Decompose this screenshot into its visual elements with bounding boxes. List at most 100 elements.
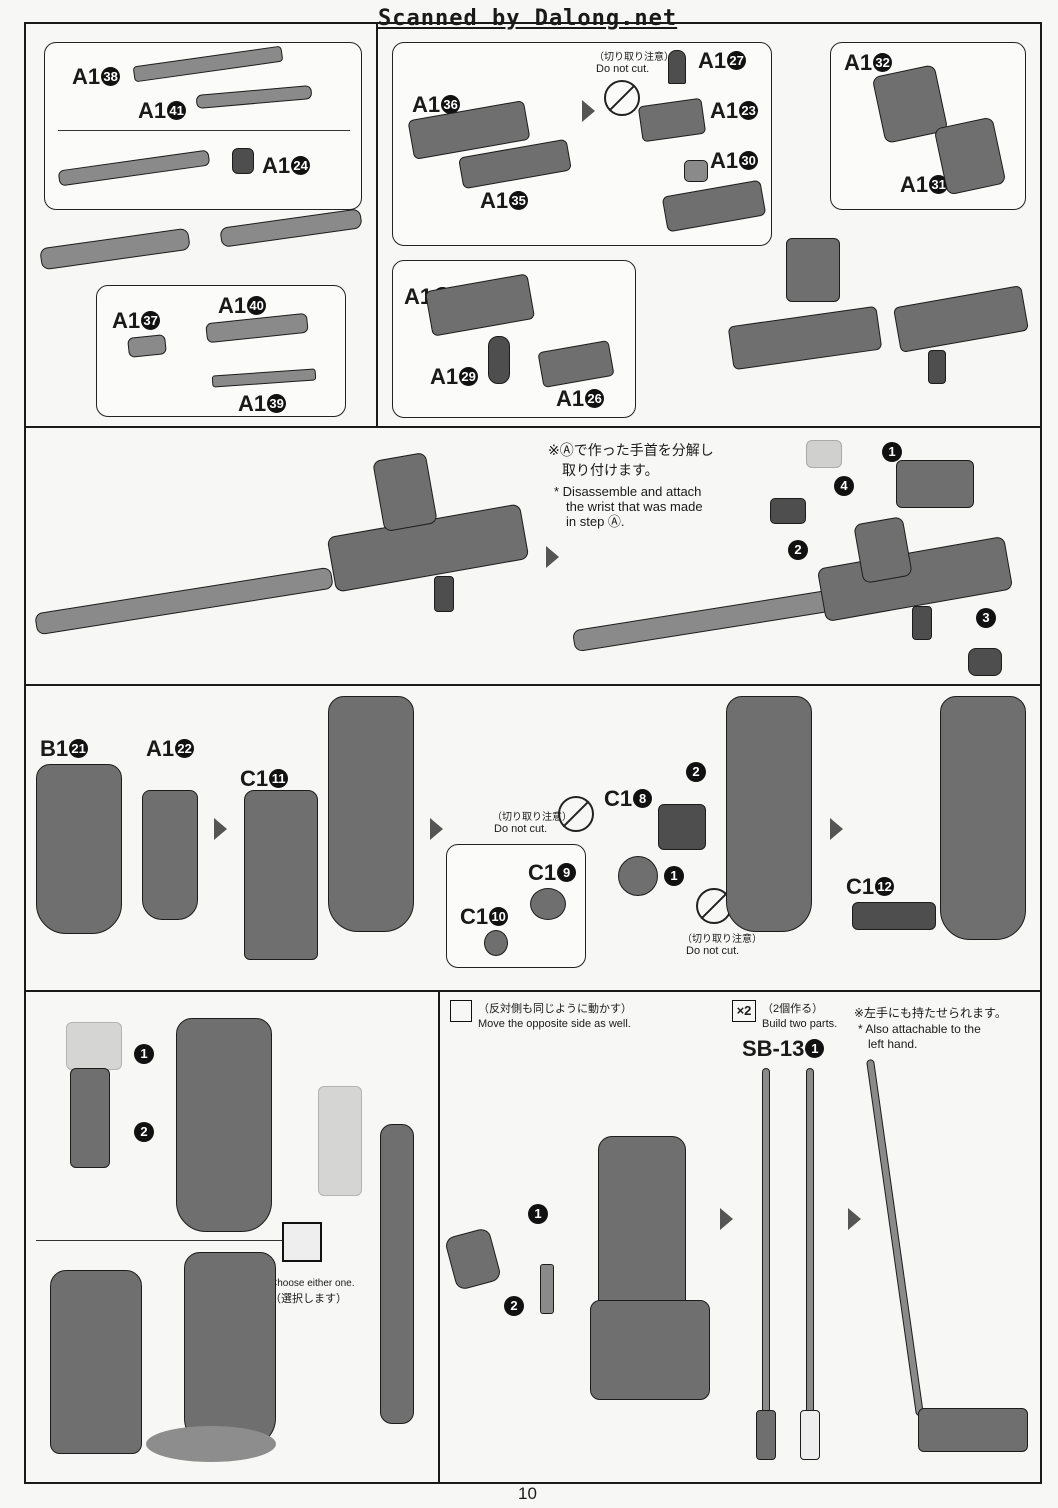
flow-arrow bbox=[848, 1208, 861, 1230]
nocut-jp-2: （切り取り注意） bbox=[682, 934, 762, 945]
shield-side-part bbox=[380, 1124, 414, 1424]
shield-open-part bbox=[50, 1270, 142, 1454]
move-en: Move the opposite side as well. bbox=[478, 1018, 631, 1030]
joint-assembled-part bbox=[618, 856, 658, 896]
no-cut-icon bbox=[558, 796, 594, 832]
step-1: 1 bbox=[134, 1044, 154, 1064]
pin-part bbox=[684, 160, 708, 182]
note-en-line1: * Disassemble and attach bbox=[554, 484, 702, 499]
divider-2 bbox=[24, 684, 1042, 686]
left-hand-jp: ※左手にも持たせられます。 bbox=[854, 1006, 1007, 1020]
left-hand-en1: * Also attachable to the bbox=[858, 1022, 981, 1036]
flow-arrow bbox=[720, 1208, 733, 1230]
choose-jp: （選択します） bbox=[270, 1293, 347, 1305]
choose-en: Choose either one. bbox=[270, 1278, 355, 1289]
muzzle-cap-part bbox=[232, 148, 254, 174]
arm-ghost-2 bbox=[318, 1086, 362, 1196]
antenna-base-left bbox=[756, 1410, 776, 1460]
antenna-rod-left bbox=[762, 1068, 770, 1448]
joint-cap-part bbox=[530, 888, 566, 920]
step-2: 2 bbox=[686, 762, 706, 782]
forearm-part bbox=[896, 460, 974, 508]
nocut-jp: （切り取り注意） bbox=[594, 52, 674, 63]
build-jp: （2個作る） bbox=[762, 1003, 824, 1015]
arm-ghost-part bbox=[66, 1022, 122, 1070]
trigger-guard-part bbox=[668, 50, 686, 84]
step-1: 1 bbox=[664, 866, 684, 886]
move-jp: （反対側も同じように動かす） bbox=[478, 1003, 632, 1015]
shield-back-part bbox=[36, 764, 122, 934]
divider-1 bbox=[24, 426, 1042, 428]
step-2: 2 bbox=[134, 1122, 154, 1142]
divider-vertical-top bbox=[376, 22, 378, 427]
move-icon bbox=[450, 1000, 472, 1022]
step-3: 3 bbox=[976, 608, 996, 628]
wrist-ghost-part bbox=[806, 440, 842, 468]
flow-arrow bbox=[430, 818, 443, 840]
flow-arrow bbox=[546, 546, 559, 568]
barrel-tip-part bbox=[127, 334, 167, 358]
choose-icon bbox=[282, 1222, 322, 1262]
hand-part bbox=[968, 648, 1002, 676]
flow-arrow bbox=[830, 818, 843, 840]
shield-closed-part bbox=[184, 1252, 276, 1448]
clip-part bbox=[852, 902, 936, 930]
shield-frame-part bbox=[244, 790, 318, 960]
build-en: Build two parts. bbox=[762, 1018, 838, 1030]
scan-credit: Scanned by Dalong.net bbox=[378, 6, 678, 31]
separator-line bbox=[36, 1240, 286, 1241]
nocut-jp-1: （切り取り注意） bbox=[492, 812, 572, 823]
nocut-en-1: Do not cut. bbox=[494, 823, 548, 835]
joint-disc-part bbox=[484, 930, 508, 956]
flow-arrow bbox=[582, 100, 595, 122]
hand-holding-part bbox=[918, 1408, 1028, 1452]
divider-3 bbox=[24, 990, 1042, 992]
divider-vertical-bottom bbox=[438, 990, 440, 1484]
step-1: 1 bbox=[528, 1204, 548, 1224]
bracket-part bbox=[658, 804, 706, 850]
shield-mounted-part bbox=[176, 1018, 272, 1232]
magazine-assembled bbox=[786, 238, 840, 302]
nocut-en-2: Do not cut. bbox=[686, 945, 740, 957]
grip-assembled bbox=[928, 350, 946, 384]
note-en-line2: the wrist that was made bbox=[566, 499, 703, 514]
step-2: 2 bbox=[504, 1296, 524, 1316]
shield-mid-part bbox=[726, 696, 812, 932]
left-hand-en2: left hand. bbox=[868, 1037, 918, 1051]
rifle-grip bbox=[434, 576, 454, 612]
wrist-joint-part bbox=[770, 498, 806, 524]
no-cut-icon bbox=[604, 80, 640, 116]
ring-part bbox=[488, 336, 510, 384]
antenna-rod-right bbox=[806, 1068, 814, 1448]
foot-part bbox=[590, 1300, 710, 1400]
build-count-badge: ×2 bbox=[732, 1000, 756, 1022]
note-jp-line1: ※Ⓐで作った手首を分解し bbox=[548, 442, 714, 458]
shield-final-part bbox=[940, 696, 1026, 940]
note-jp-line2: 取り付けます。 bbox=[562, 462, 659, 478]
forearm-part bbox=[70, 1068, 110, 1168]
note-en-line3: in step Ⓐ. bbox=[566, 514, 625, 529]
shield-full-part bbox=[328, 696, 414, 932]
rifle-magazine-2 bbox=[853, 516, 913, 584]
